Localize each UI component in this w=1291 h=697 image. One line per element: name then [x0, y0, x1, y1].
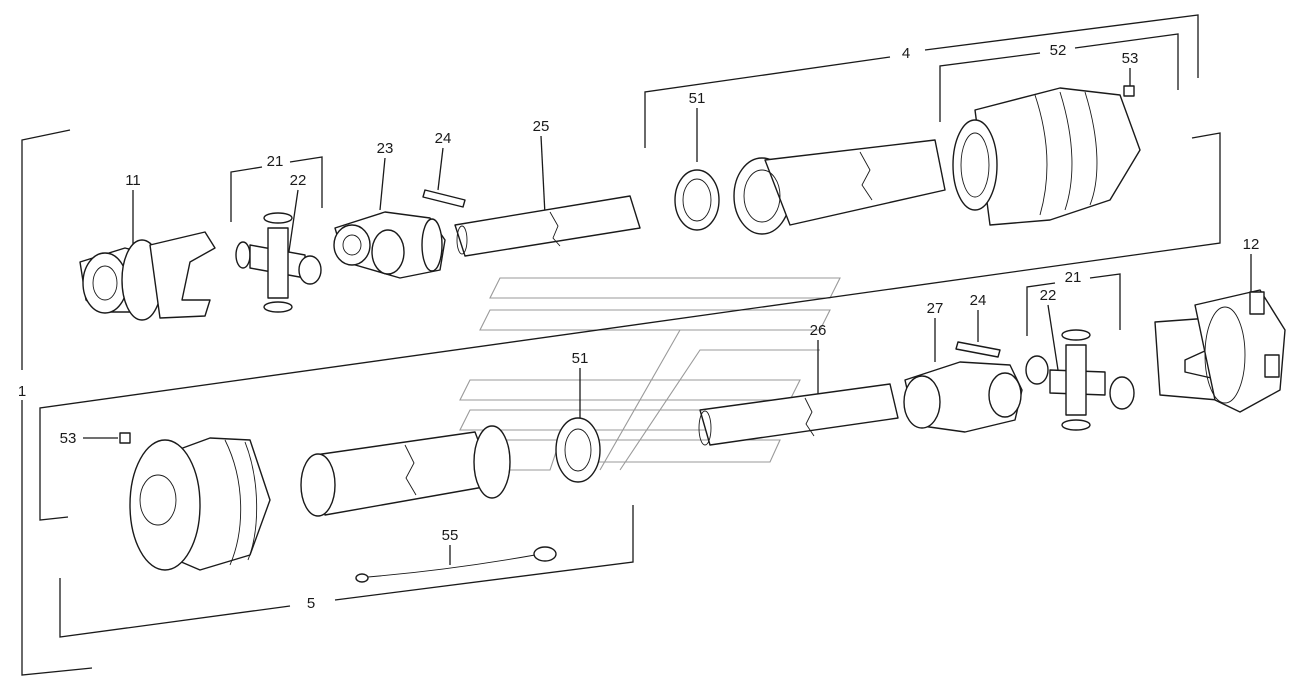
label-53-upper: 53 [1122, 50, 1139, 67]
part-guard-cone-5 [129, 437, 271, 571]
part-yoke-11 [79, 231, 216, 321]
label-12: 12 [1243, 236, 1260, 253]
leader-lines [83, 68, 1252, 565]
label-27: 27 [927, 300, 944, 317]
label-26: 26 [810, 322, 827, 339]
part-cross-kit-lower [1025, 329, 1135, 431]
part-screw-53-upper [1123, 85, 1135, 97]
bracket-lines [21, 14, 1221, 676]
label-51-lower: 51 [572, 350, 589, 367]
label-1: 1 [18, 383, 26, 400]
label-24-upper: 24 [435, 130, 452, 147]
label-24-lower: 24 [970, 292, 987, 309]
label-4: 4 [902, 45, 910, 62]
label-51-upper: 51 [689, 90, 706, 107]
label-23: 23 [377, 140, 394, 157]
part-inner-tube-25 [454, 195, 641, 257]
part-cross-kit-upper [235, 212, 322, 313]
part-chain-55 [355, 546, 557, 583]
part-inner-tube-26 [698, 383, 899, 446]
label-55: 55 [442, 527, 459, 544]
part-pin-24-upper [422, 189, 466, 208]
callout-labels: 1 4 5 11 12 21 21 22 22 23 24 24 25 26 2… [18, 42, 1260, 612]
part-screw-53-lower [119, 432, 131, 444]
part-pin-24-lower [955, 341, 1001, 358]
part-ring-51-lower [555, 417, 601, 483]
part-outer-tube-4 [733, 139, 946, 235]
label-21-lower: 21 [1065, 269, 1082, 286]
part-yoke-12 [1154, 289, 1286, 413]
label-5: 5 [307, 595, 315, 612]
part-inner-yoke-27 [903, 361, 1023, 433]
label-21-upper: 21 [267, 153, 284, 170]
part-outer-tube-5 [300, 425, 511, 517]
part-ring-51-upper [674, 169, 720, 231]
part-inner-yoke-23 [333, 211, 446, 279]
label-22-lower: 22 [1040, 287, 1057, 304]
watermark-logo [459, 277, 841, 471]
part-guard-cone-52 [952, 87, 1141, 226]
label-52: 52 [1050, 42, 1067, 59]
label-25: 25 [533, 118, 550, 135]
label-11: 11 [125, 172, 141, 189]
label-53-lower: 53 [60, 430, 77, 447]
label-22-upper: 22 [290, 172, 307, 189]
